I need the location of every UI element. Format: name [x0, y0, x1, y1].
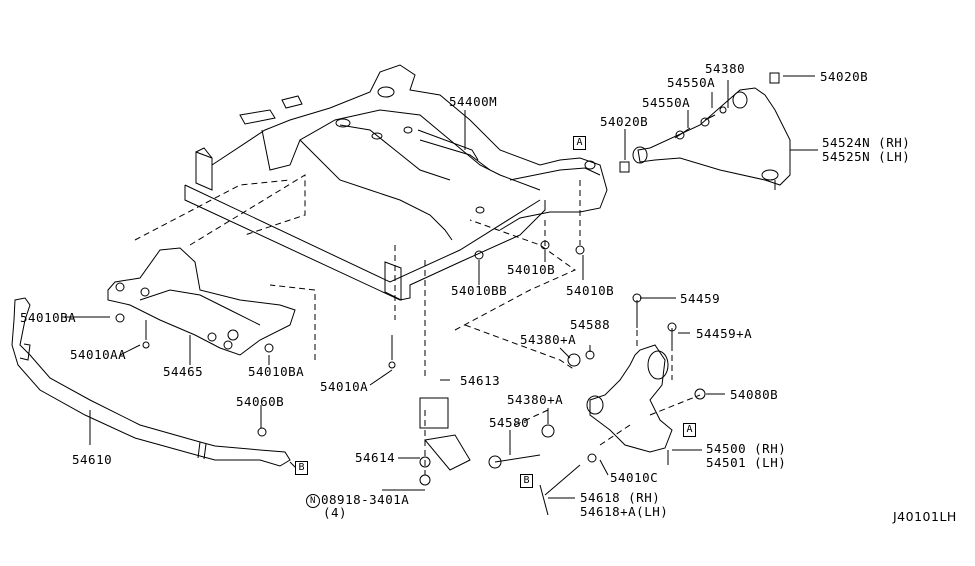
label-54459a: 54459+A	[696, 326, 753, 341]
label-54010b-1: 54010B	[507, 262, 556, 277]
ref-marker-b-left: B	[295, 461, 308, 475]
n-circle-icon: N	[306, 493, 320, 508]
small-hardware	[115, 72, 780, 516]
leader-lines	[65, 75, 818, 499]
label-54380: 54380	[705, 61, 746, 76]
label-54380a-upper: 54380+A	[520, 332, 577, 347]
label-54618a-lh: 54618+A(LH)	[580, 504, 669, 519]
label-54614: 54614	[355, 450, 396, 465]
label-54501-lh: 54501 (LH)	[706, 455, 787, 470]
label-54380a-lower: 54380+A	[507, 392, 564, 407]
label-54613: 54613	[460, 373, 501, 388]
label-08918-3401a-text: 08918-3401A	[321, 492, 410, 507]
label-54020b-left: 54020B	[600, 114, 649, 129]
label-54010c: 54010C	[610, 470, 659, 485]
label-54618-rh: 54618 (RH)	[580, 490, 661, 505]
guide-lines	[134, 174, 701, 475]
label-54588: 54588	[570, 317, 611, 332]
label-54525n-lh: 54525N (LH)	[822, 149, 911, 164]
label-54610: 54610	[72, 452, 113, 467]
label-54010aa: 54010AA	[70, 347, 127, 362]
label-54020b-top: 54020B	[820, 69, 869, 84]
ref-marker-a-lower: A	[683, 423, 696, 437]
upper-control-arm	[632, 87, 791, 190]
label-54550a-1: 54550A	[667, 75, 716, 90]
stabilizer-bar	[11, 297, 291, 467]
ref-marker-b-lower: B	[520, 474, 533, 488]
label-54010b-2: 54010B	[566, 283, 615, 298]
ref-marker-a-top: A	[573, 136, 586, 150]
label-54465: 54465	[163, 364, 204, 379]
label-54400m: 54400M	[449, 94, 498, 109]
label-54459: 54459	[680, 291, 721, 306]
label-54060b: 54060B	[236, 394, 285, 409]
label-08918-qty: (4)	[323, 505, 348, 520]
label-54524n-rh: 54524N (RH)	[822, 135, 911, 150]
label-54500-rh: 54500 (RH)	[706, 441, 787, 456]
label-54550a-2: 54550A	[642, 95, 691, 110]
front-crossmember	[184, 64, 608, 301]
lower-control-arm	[586, 344, 673, 465]
label-54010ba-right: 54010BA	[248, 364, 305, 379]
label-54010a: 54010A	[320, 379, 369, 394]
label-54010ba-left: 54010BA	[20, 310, 77, 325]
label-54080b: 54080B	[730, 387, 779, 402]
label-54010bb: 54010BB	[451, 283, 508, 298]
sub-member-54465	[107, 247, 296, 356]
label-54580: 54580	[489, 415, 530, 430]
diagram-code: J40101LH	[893, 509, 957, 524]
